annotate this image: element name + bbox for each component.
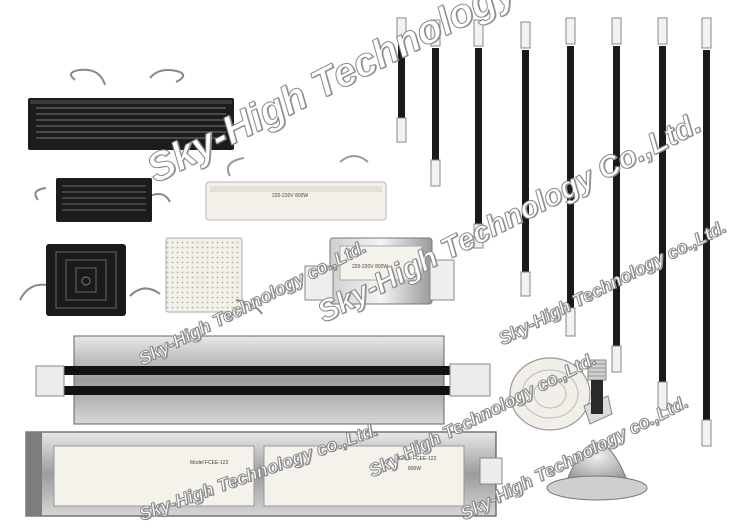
panel-right-model-label: Model FCEE-122 <box>398 456 437 462</box>
tube-reflector-heater <box>35 335 491 425</box>
black-flat-ceramic-heater-small <box>34 178 171 222</box>
white-dotted-ceramic-heater <box>165 237 263 315</box>
panel-left-watt-label: 800W <box>200 492 214 498</box>
flat-heater-label: 220-230V 800W <box>272 193 309 199</box>
double-panel-heater <box>25 431 503 517</box>
rod-heaters <box>396 17 712 447</box>
box-reflector-heater <box>304 237 455 305</box>
panel-left-model-label: Model FCEE-122 <box>190 460 229 466</box>
dome-reflector-lamp <box>546 359 648 501</box>
panel-right-watt-label: 800W <box>408 466 422 472</box>
black-flat-ceramic-heater-large <box>28 68 234 150</box>
black-square-ceramic-heater <box>19 244 161 316</box>
box-heater-label: 220-230V 800W <box>352 264 389 270</box>
white-flat-ceramic-heater <box>205 155 387 221</box>
